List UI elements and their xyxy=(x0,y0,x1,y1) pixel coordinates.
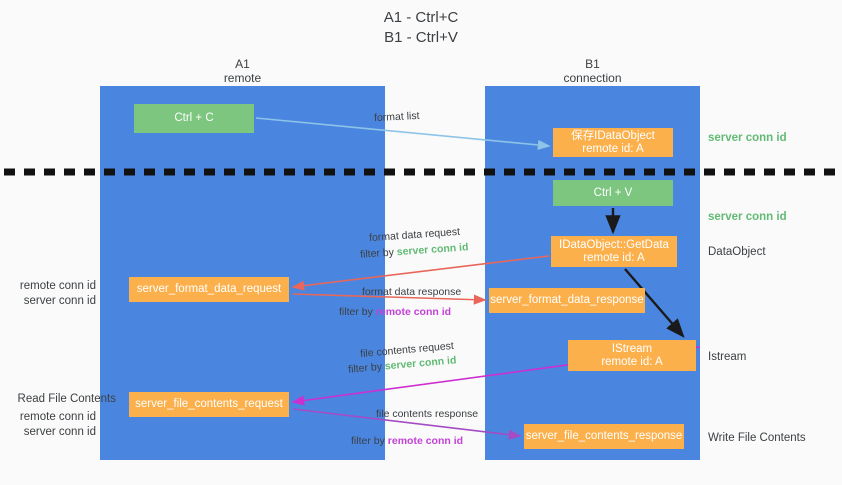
label-read-file-contents: Read File Contents xyxy=(17,393,116,405)
node-server-format-data-request[interactable]: server_format_data_request xyxy=(129,277,289,302)
filter-by-text-4: filter by xyxy=(351,435,388,447)
flow-label-filter-remote-2: filter by remote conn id xyxy=(351,434,463,448)
filter-by-text-2: filter by xyxy=(339,306,376,318)
remote-conn-id-text-2: remote conn id xyxy=(387,435,464,447)
label-write-file-contents: Write File Contents xyxy=(708,432,806,444)
diagram-title: A1 - Ctrl+C B1 - Ctrl+V xyxy=(383,9,459,46)
node-ctrl-c[interactable]: Ctrl + C xyxy=(134,104,254,133)
node-ctrl-v[interactable]: Ctrl + V xyxy=(553,180,673,206)
flow-label-format-list: format list xyxy=(373,109,420,125)
label-conn-ids-format: remote conn id server conn id xyxy=(8,279,96,309)
filter-by-text-3: filter by xyxy=(347,360,386,376)
node-save-idataobject[interactable]: 保存IDataObject remote id: A xyxy=(553,128,673,157)
label-conn-ids-file: remote conn id server conn id xyxy=(8,410,96,440)
flow-label-format-data-response: format data response xyxy=(362,286,462,298)
node-server-file-contents-request[interactable]: server_file_contents_request xyxy=(129,392,289,417)
label-remote-conn-id-1: remote conn id xyxy=(19,280,96,292)
label-server-conn-id-1: server conn id xyxy=(23,295,96,307)
node-server-file-contents-response[interactable]: server_file_contents_response xyxy=(524,424,684,449)
lane-header-b1: B1 connection xyxy=(563,57,622,85)
label-server-conn-id-top: server conn id xyxy=(708,132,787,144)
server-conn-id-text-1: server conn id xyxy=(396,241,469,259)
remote-conn-id-text-1: remote conn id xyxy=(375,306,452,318)
label-server-conn-id-mid: server conn id xyxy=(708,211,787,223)
node-idataobject-getdata[interactable]: IDataObject::GetData remote id: A xyxy=(551,236,677,267)
flow-label-filter-remote-1: filter by remote conn id xyxy=(339,305,451,319)
lane-header-a1: A1 remote xyxy=(223,57,262,85)
flow-label-file-contents-response: file contents response xyxy=(376,408,479,420)
filter-by-text-1: filter by xyxy=(359,246,398,261)
label-istream: Istream xyxy=(708,351,747,363)
node-istream[interactable]: IStream remote id: A xyxy=(568,340,696,371)
node-server-format-data-response[interactable]: server_format_data_response xyxy=(489,288,645,313)
label-remote-conn-id-2: remote conn id xyxy=(19,411,96,423)
label-dataobject: DataObject xyxy=(708,246,766,258)
label-server-conn-id-2: server conn id xyxy=(23,426,96,438)
